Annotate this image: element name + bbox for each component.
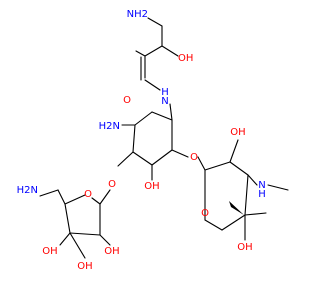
bond-lines [39,17,289,259]
atom-label-o-link-left: O [108,179,116,190]
atom-label-o-ring-right: O [201,208,209,219]
atom-label-oh-ring-center: OH [144,181,159,192]
atom-label-o-carbonyl: O [123,95,131,106]
atom-label-h2n-left: H2N [17,185,38,196]
atom-label-oh-left-1: OH [104,246,119,257]
atom-label-nh-amide-h: H [161,87,169,98]
atom-label-oh-side-chain: OH [178,53,193,64]
wedge-bond [229,201,244,215]
atom-label-n-methylamino: N [258,180,265,191]
atom-label-oh-right-top: OH [230,127,245,138]
atom-label-o-ring-left: O [84,189,92,200]
atom-label-oh-right-bottom: OH [237,242,252,253]
atom-label-h2n-ring: H2N [99,121,120,132]
atom-label-nh2-top: NH2 [127,9,148,20]
atom-label-h-methylamino: H [258,189,266,200]
atom-label-oh-left-2: OH [42,246,57,257]
atom-label-oh-left-3: OH [77,261,92,272]
molecule-structure: NH2 OH O H N H2N OH O OH N H O OH O O H2… [17,9,289,272]
atom-label-nh-amide-n: N [161,96,168,107]
atom-label-o-link-right: O [190,152,198,163]
